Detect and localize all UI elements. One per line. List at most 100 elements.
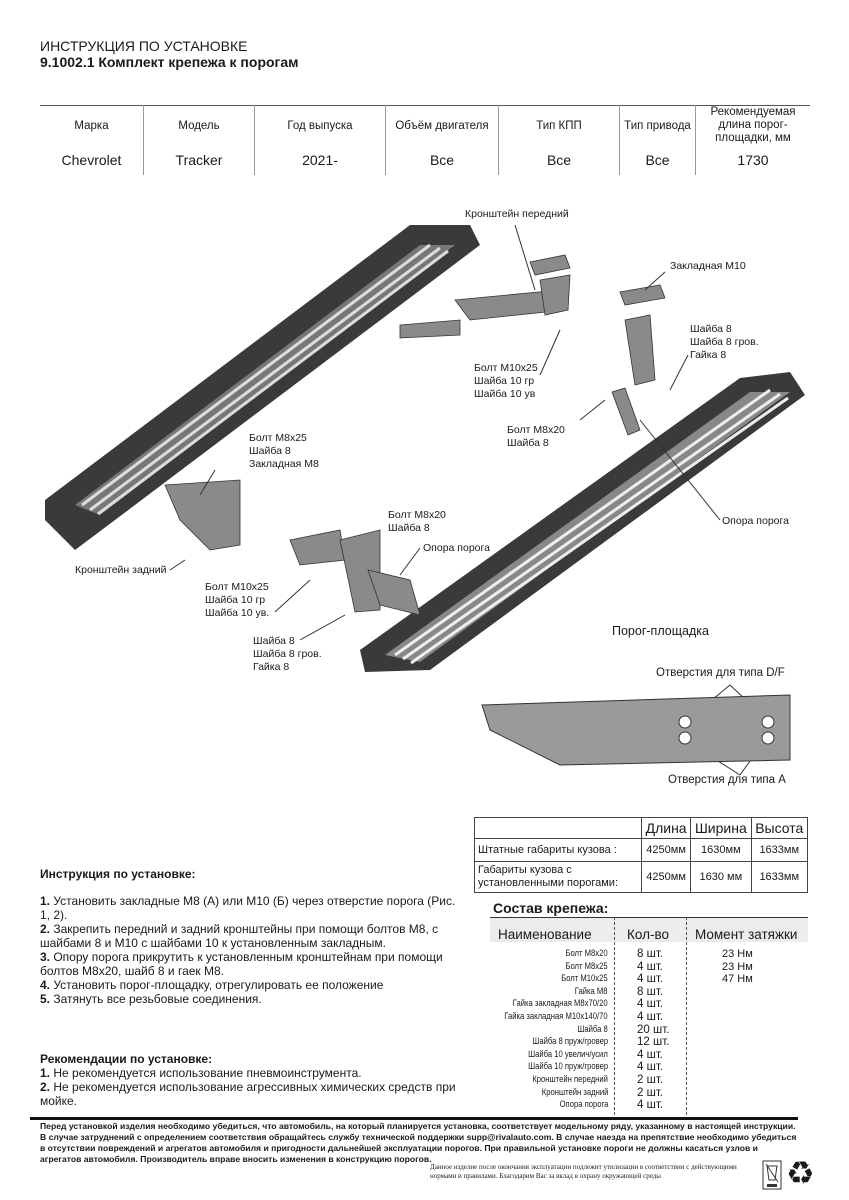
label-step: Порог-площадка (612, 624, 709, 638)
fastener-name: Гайка М8 (575, 985, 608, 996)
dim-value: 1630мм (690, 838, 752, 862)
label-support: Опора порога (423, 542, 490, 554)
label-washer8: Шайба 8 (690, 323, 732, 335)
label-nut8: Гайка 8 (253, 661, 290, 673)
doc-title: ИНСТРУКЦИЯ ПО УСТАНОВКЕ (40, 38, 248, 54)
label-holes-df: Отверстия для типа D/F (656, 667, 785, 679)
fastener-qty: 2 шт. (637, 1074, 664, 1086)
label-holes-a: Отверстия для типа A (668, 774, 786, 786)
fastener-name: Шайба 10 пруж/гровер (527, 1061, 608, 1072)
fastener-qty: 4 шт. (637, 1011, 664, 1023)
dim-value: 4250мм (640, 861, 692, 893)
vehicle-spec-table: Марка Модель Год выпуска Объём двигателя… (40, 105, 810, 175)
col-brand: Марка (74, 119, 109, 132)
dim-header-length: Длина (640, 817, 692, 839)
fastener-row: Гайка М8 8 шт. (480, 986, 810, 999)
col-year: Год выпуска (254, 105, 386, 145)
fastener-qty: 8 шт. (637, 985, 664, 998)
fastener-name: Гайка закладная М8x70/20 (513, 998, 608, 1009)
fastener-qty: 4 шт. (637, 1048, 664, 1061)
divider (686, 917, 687, 1115)
recycle-icon: ♻ (786, 1155, 815, 1191)
fastener-name: Шайба 10 увелич/усил (528, 1048, 608, 1059)
fastener-row: Кронштейн передний 2 шт. (480, 1074, 810, 1087)
fastener-row: Болт М8x20 8 шт. 23 Нм (480, 948, 810, 961)
fastener-qty: 4 шт. (637, 960, 664, 973)
fastener-name: Шайба 8 пруж/гровер (532, 1036, 608, 1047)
fastener-qty: 8 шт. (637, 948, 664, 960)
fastener-row: Опора порога 4 шт. (480, 1099, 810, 1112)
fastener-name: Кронштейн передний (532, 1074, 608, 1084)
header-torque: Момент затяжки (695, 927, 798, 942)
recommendation-item: 1. Не рекомендуется использование пневмо… (40, 1066, 362, 1080)
divider (30, 1117, 798, 1120)
fastener-row: Шайба 10 пруж/гровер 4 шт. (480, 1061, 810, 1074)
fastener-row: Шайба 10 увелич/усил 4 шт. (480, 1049, 810, 1062)
fastener-row: Гайка закладная М8x70/20 4 шт. (480, 998, 810, 1011)
gearbox-value: Все (498, 145, 620, 175)
header-qty: Кол-во (627, 927, 669, 942)
step-rail-right (360, 372, 805, 672)
label-bolt-m8x25: Болт М8x25 (249, 432, 307, 444)
dim-row-label: Штатные габариты кузова : (474, 838, 642, 862)
fastener-row: Кронштейн задний 2 шт. (480, 1087, 810, 1100)
label-bolt-m8x20: Болт М8x20 (388, 509, 446, 521)
instructions-title: Инструкция по установке: (40, 867, 196, 881)
label-washer8-spring: Шайба 8 гров. (690, 336, 759, 348)
col-gearbox: Тип КПП (498, 105, 620, 145)
col-model: Модель (143, 105, 255, 145)
instruction-item: 4. Установить порог-площадку, отрегулиро… (40, 978, 384, 992)
label-front-bracket: Кронштейн передний (465, 208, 569, 220)
dim-header-height: Высота (750, 817, 808, 839)
no-trash-icon (762, 1160, 782, 1190)
fastener-qty: 4 шт. (637, 1099, 664, 1112)
exploded-diagram (45, 224, 805, 776)
fastener-qty: 2 шт. (637, 1086, 664, 1099)
fasteners-title: Состав крепежа: (493, 900, 609, 916)
step-rail-left (45, 225, 480, 550)
fastener-qty: 20 шт. (637, 1023, 670, 1036)
label-washer8: Шайба 8 (388, 522, 430, 534)
dim-value: 1630 мм (690, 861, 752, 893)
col-length: Рекомендуемая длина порог-площадки, мм (695, 105, 810, 145)
footer-notice: Перед установкой изделия необходимо убед… (40, 1121, 797, 1164)
fastener-name: Опора порога (559, 1099, 608, 1110)
fastener-name: Шайба 8 (577, 1023, 608, 1034)
fastener-torque: 47 Нм (722, 973, 753, 986)
fasteners-header: Наименование Кол-во Момент затяжки (490, 917, 808, 942)
fastener-qty: 4 шт. (637, 1061, 664, 1074)
fastener-name: Болт М8x20 (565, 948, 608, 958)
dim-value: 1633мм (750, 838, 808, 862)
recommendations-title: Рекомендации по установке: (40, 1052, 213, 1066)
instruction-item: 2. Закрепить передний и задний кронштейн… (40, 922, 439, 950)
bracket-holes-view (481, 694, 791, 766)
col-drive: Тип привода (619, 105, 696, 145)
engine-value: Все (385, 145, 499, 175)
fastener-qty: 12 шт. (637, 1036, 670, 1049)
instruction-item: 5. Затянуть все резьбовые соединения. (40, 992, 262, 1006)
dim-value: 4250мм (640, 838, 692, 862)
fastener-qty: 4 шт. (637, 998, 664, 1011)
label-washer10-gr: Шайба 10 гр (205, 594, 266, 606)
instruction-item: 3. Опору порога прикрутить к установленн… (40, 950, 443, 978)
length-value: 1730 (695, 145, 810, 175)
label-bolt-m10: Болт М10x25 (205, 581, 269, 593)
brackets (164, 254, 666, 616)
label-washer10-gr: Шайба 10 гр (474, 375, 535, 387)
doc-subtitle: 9.1002.1 Комплект крепежа к порогам (40, 54, 299, 70)
label-bolt-m8x20: Болт М8x20 (507, 424, 565, 436)
label-washer8-spring: Шайба 8 гров. (253, 648, 322, 660)
instruction-item: 1. Установить закладные М8 (А) или М10 (… (40, 894, 456, 922)
col-engine: Объём двигателя (385, 105, 499, 145)
brand-value: Chevrolet (61, 152, 122, 168)
fastener-torque: 23 Нм (722, 948, 753, 960)
label-insert-m10: Закладная М10 (670, 260, 746, 272)
fastener-name: Кронштейн задний (541, 1086, 608, 1097)
dim-row-label: Габариты кузова с установленными порогам… (474, 861, 642, 893)
year-value: 2021- (254, 145, 386, 175)
label-washer10-uv: Шайба 10 ув (474, 388, 536, 400)
model-value: Tracker (143, 145, 255, 175)
label-insert-m8: Закладная М8 (249, 458, 319, 470)
